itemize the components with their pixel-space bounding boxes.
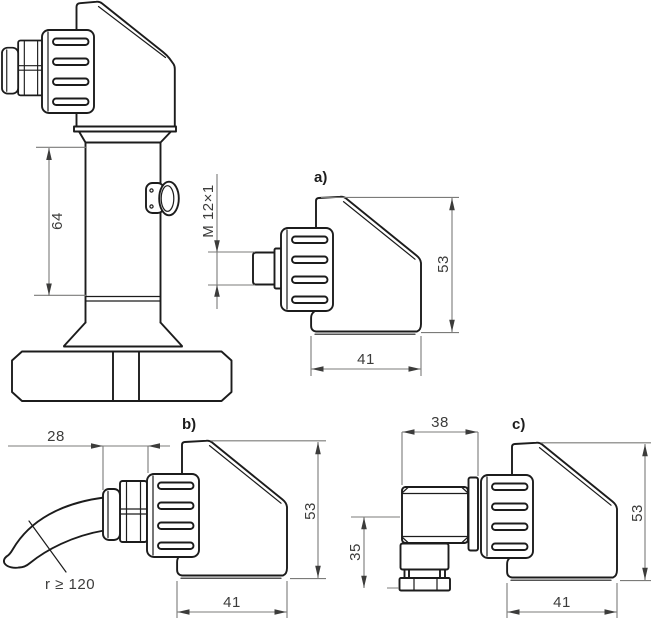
cable-radius-leader	[28, 520, 67, 573]
dim-28-text: 28	[47, 428, 65, 445]
dim-41-c: 41	[506, 583, 618, 618]
view-c: c) 38 35	[347, 414, 651, 618]
dim-41-b-text: 41	[223, 594, 241, 611]
dim-64: 64	[34, 146, 86, 296]
dim-53-c: 53	[541, 442, 651, 582]
dim-38-text: 38	[431, 414, 449, 431]
dim-53-b-text: 53	[302, 502, 319, 520]
body-tube	[84, 141, 162, 324]
dim-35-text: 35	[347, 543, 364, 561]
dim-53-a-text: 53	[435, 255, 452, 273]
cable-radius-note: r ≥ 120	[45, 576, 95, 593]
coupling-nut-a	[280, 227, 334, 312]
dim-thread: M 12×1	[200, 174, 255, 309]
side-connector	[145, 180, 180, 217]
dim-28: 28	[8, 428, 170, 490]
coupling-nut-c	[480, 474, 534, 559]
dim-thread-text: M 12×1	[200, 184, 217, 237]
cable-gland-main	[1, 39, 45, 97]
view-b-label: b)	[182, 416, 196, 433]
coupling-nut-main	[41, 29, 95, 114]
m12-stub	[252, 251, 277, 286]
dim-41-a: 41	[310, 336, 422, 376]
valve-connector	[398, 476, 479, 592]
view-a-label: a)	[314, 169, 327, 186]
dim-64-text: 64	[49, 212, 66, 230]
view-a: a) M 12×1 53 41	[200, 169, 459, 376]
view-c-label: c)	[512, 416, 525, 433]
dim-53-a: 53	[321, 196, 459, 334]
head-outline	[75, 0, 176, 128]
cable	[2, 496, 105, 569]
dim-35: 35	[347, 516, 400, 589]
main-view: 64	[1, 0, 233, 402]
coupling-nut-b	[146, 473, 200, 558]
cable-gland-b	[102, 480, 148, 543]
dim-38: 38	[401, 414, 479, 485]
dim-53-c-text: 53	[629, 504, 646, 522]
process-connection-hex	[11, 350, 233, 402]
dim-41-b: 41	[176, 581, 288, 618]
view-b: b) r ≥ 120 28 53	[2, 416, 326, 618]
dim-53-b: 53	[211, 440, 326, 580]
dim-41-a-text: 41	[357, 351, 375, 368]
dim-41-c-text: 41	[553, 594, 571, 611]
